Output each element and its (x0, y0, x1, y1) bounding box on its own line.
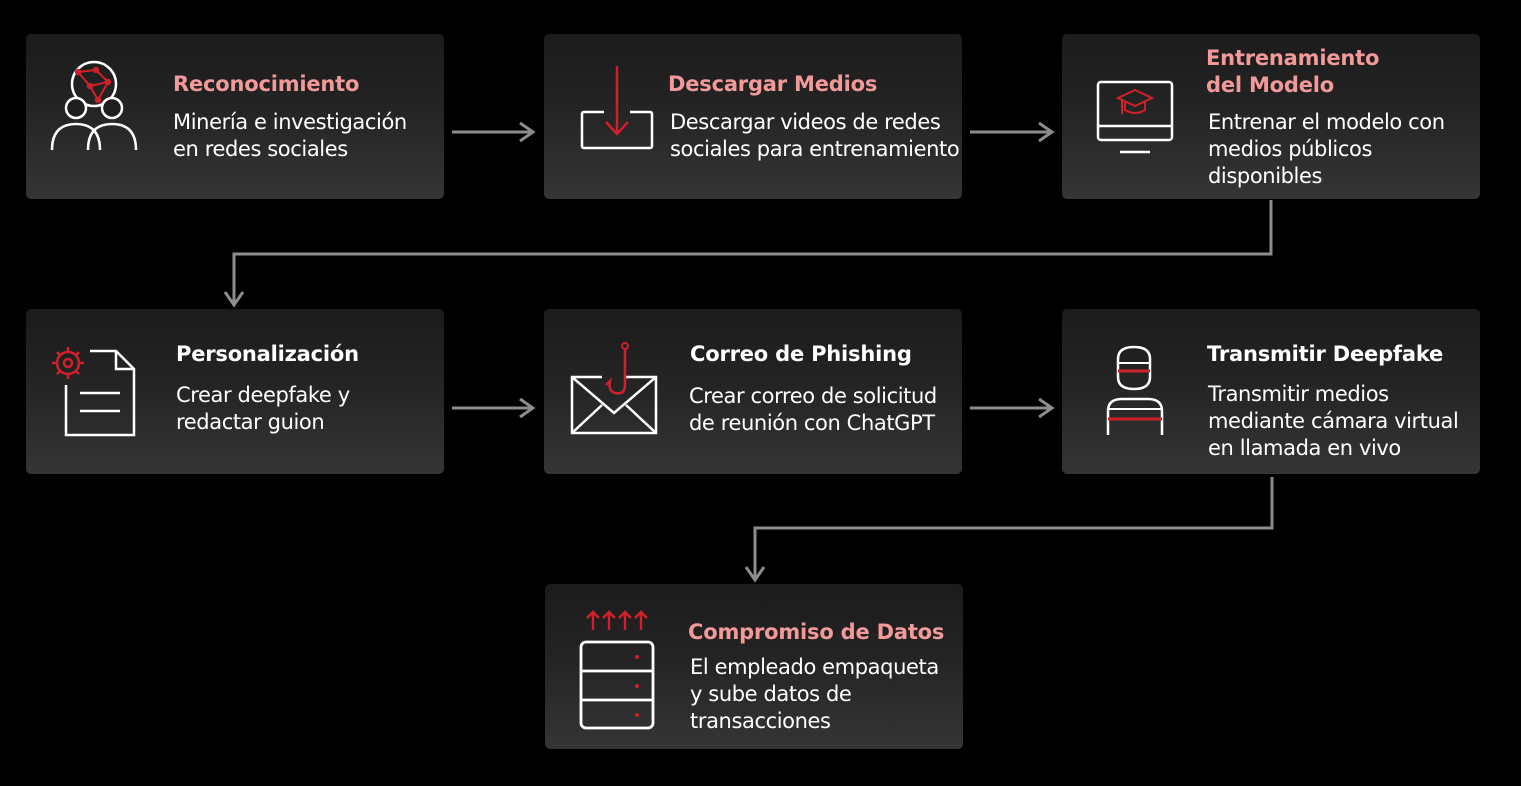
step-description-line: Entrenar el modelo con (1208, 110, 1445, 134)
step-description: Entrenar el modelo con medios públicos d… (1208, 109, 1445, 190)
server-upload-icon (577, 608, 657, 738)
step-description-line: disponibles (1208, 164, 1323, 188)
step-title: Descargar Medios (668, 72, 878, 96)
step-title: Reconocimiento (173, 72, 360, 96)
step-card-data-compromise: Compromiso de Datos El empleado empaquet… (545, 584, 963, 749)
step-title: Compromiso de Datos (688, 620, 945, 644)
envelope-hook-icon (568, 341, 660, 441)
step-card-personalization: Personalización Crear deepfake y redacta… (26, 309, 444, 474)
step-description: Crear deepfake y redactar guion (176, 382, 350, 436)
step-description-line: en llamada en vivo (1208, 436, 1401, 460)
step-title: Entrenamiento del Modelo (1206, 45, 1379, 99)
step-description-line: de reunión con ChatGPT (689, 411, 935, 435)
download-tray-icon (580, 62, 654, 158)
step-card-phishing-email: Correo de Phishing Crear correo de solic… (544, 309, 962, 474)
step-title-line: Entrenamiento (1206, 46, 1380, 70)
arrow-1-to-2 (452, 121, 536, 143)
step-description-line: y sube datos de (690, 682, 852, 706)
step-title: Transmitir Deepfake (1207, 342, 1444, 366)
step-card-download-media: Descargar Medios Descargar videos de red… (544, 34, 962, 199)
step-description-line: en redes sociales (173, 137, 348, 161)
step-description-line: Crear correo de solicitud (689, 384, 937, 408)
arrow-6-to-7 (744, 477, 1274, 583)
step-description-line: transacciones (690, 709, 831, 733)
step-description-line: El empleado empaqueta (690, 655, 939, 679)
step-description: Transmitir medios mediante cámara virtua… (1208, 381, 1459, 462)
step-title-line: del Modelo (1206, 73, 1335, 97)
step-description: Crear correo de solicitud de reunión con… (689, 383, 937, 437)
step-title: Correo de Phishing (690, 342, 912, 366)
step-description-line: Crear deepfake y (176, 383, 350, 407)
step-description-line: redactar guion (176, 410, 325, 434)
step-description: Minería e investigación en redes sociale… (173, 109, 407, 163)
arrow-3-to-4 (223, 200, 1273, 308)
arrow-2-to-3 (970, 121, 1055, 143)
step-card-stream-deepfake: Transmitir Deepfake Transmitir medios me… (1062, 309, 1480, 474)
step-card-reconnaissance: Reconocimiento Minería e investigación e… (26, 34, 444, 199)
step-description: El empleado empaqueta y sube datos de tr… (690, 654, 939, 735)
step-card-model-training: Entrenamiento del Modelo Entrenar el mod… (1062, 34, 1480, 199)
step-description-line: medios públicos (1208, 137, 1372, 161)
step-title: Personalización (176, 342, 359, 366)
monitor-graduation-icon (1096, 78, 1176, 162)
masked-person-icon (1104, 345, 1168, 443)
step-description-line: mediante cámara virtual (1208, 409, 1459, 433)
step-description-line: Minería e investigación (173, 110, 407, 134)
arrow-5-to-6 (970, 397, 1055, 419)
arrow-4-to-5 (452, 397, 536, 419)
step-description-line: sociales para entrenamiento (670, 137, 960, 161)
step-description-line: Descargar videos de redes (670, 110, 941, 134)
document-gear-icon (50, 341, 140, 445)
network-people-icon (48, 60, 140, 156)
step-description: Descargar videos de redes sociales para … (670, 109, 960, 163)
step-description-line: Transmitir medios (1208, 382, 1389, 406)
